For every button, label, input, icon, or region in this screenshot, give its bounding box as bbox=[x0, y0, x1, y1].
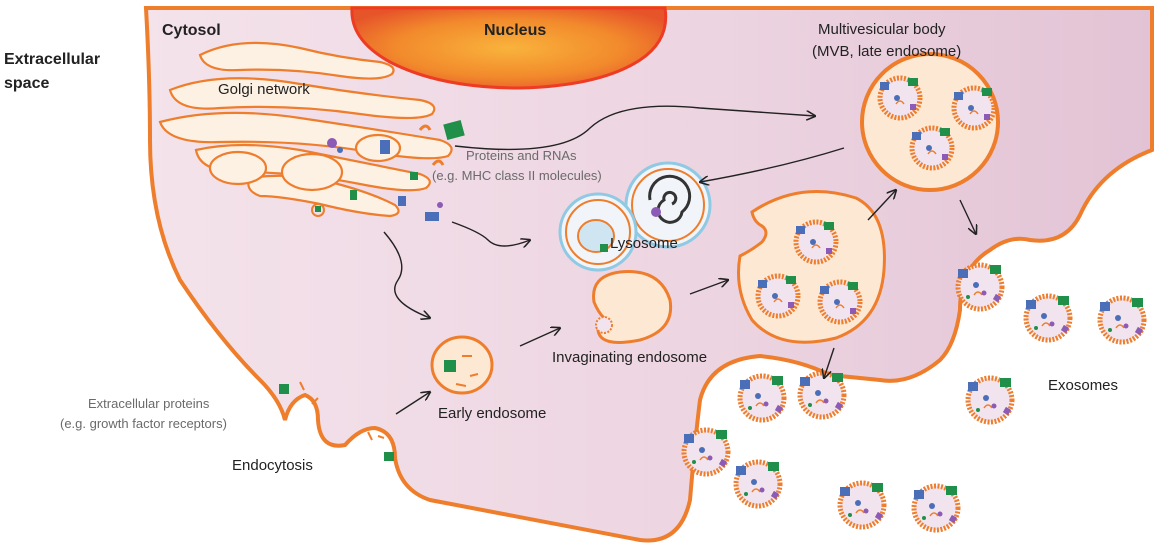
lysosome bbox=[558, 161, 712, 272]
arrow-late-to-mvb bbox=[867, 190, 896, 221]
golgi-proteins bbox=[311, 119, 465, 221]
arrow-mvb-to-lysosome bbox=[700, 147, 845, 182]
multivesicular-body bbox=[860, 52, 1000, 192]
arrow-golgi-to-early-endosome bbox=[383, 231, 430, 318]
label-proteins-rnas-2: (e.g. MHC class II molecules) bbox=[432, 168, 602, 183]
label-extracellular-space-1: Extracellular bbox=[4, 51, 100, 68]
golgi-network bbox=[158, 41, 453, 218]
label-proteins-rnas-1: Proteins and RNAs bbox=[466, 148, 577, 163]
label-early-endosome: Early endosome bbox=[438, 405, 546, 422]
label-cytosol: Cytosol bbox=[162, 22, 221, 39]
late-endosome bbox=[737, 190, 886, 344]
label-extracellular-space-2: space bbox=[4, 75, 49, 92]
label-lysosome: Lysosome bbox=[610, 235, 678, 252]
arrow-invaginating-to-late bbox=[689, 280, 728, 295]
label-extracellular-proteins-1: Extracellular proteins bbox=[88, 396, 210, 411]
label-invaginating-endosome: Invaginating endosome bbox=[552, 349, 707, 366]
label-exosomes: Exosomes bbox=[1048, 377, 1118, 394]
invaginating-endosome bbox=[592, 270, 673, 344]
label-golgi-network: Golgi network bbox=[218, 81, 310, 98]
arrow-endocytosis-to-early bbox=[395, 392, 430, 415]
arrow-early-to-invaginating bbox=[519, 328, 560, 347]
label-endocytosis: Endocytosis bbox=[232, 457, 313, 474]
arrow-golgi-to-lysosome bbox=[451, 221, 530, 246]
arrow-golgi-to-mvb bbox=[454, 105, 815, 151]
nucleus bbox=[350, 6, 668, 90]
label-mvb-2: (MVB, late endosome) bbox=[812, 43, 961, 60]
endocytosis-pits bbox=[279, 381, 394, 461]
label-mvb-1: Multivesicular body bbox=[818, 21, 946, 38]
label-extracellular-proteins-2: (e.g. growth factor receptors) bbox=[60, 416, 227, 431]
arrow-mvb-to-exosomes bbox=[959, 199, 976, 234]
arrow-late-to-exosomes bbox=[824, 347, 835, 378]
label-nucleus: Nucleus bbox=[484, 22, 546, 39]
early-endosome bbox=[430, 335, 494, 395]
pathway-arrows bbox=[383, 105, 976, 415]
